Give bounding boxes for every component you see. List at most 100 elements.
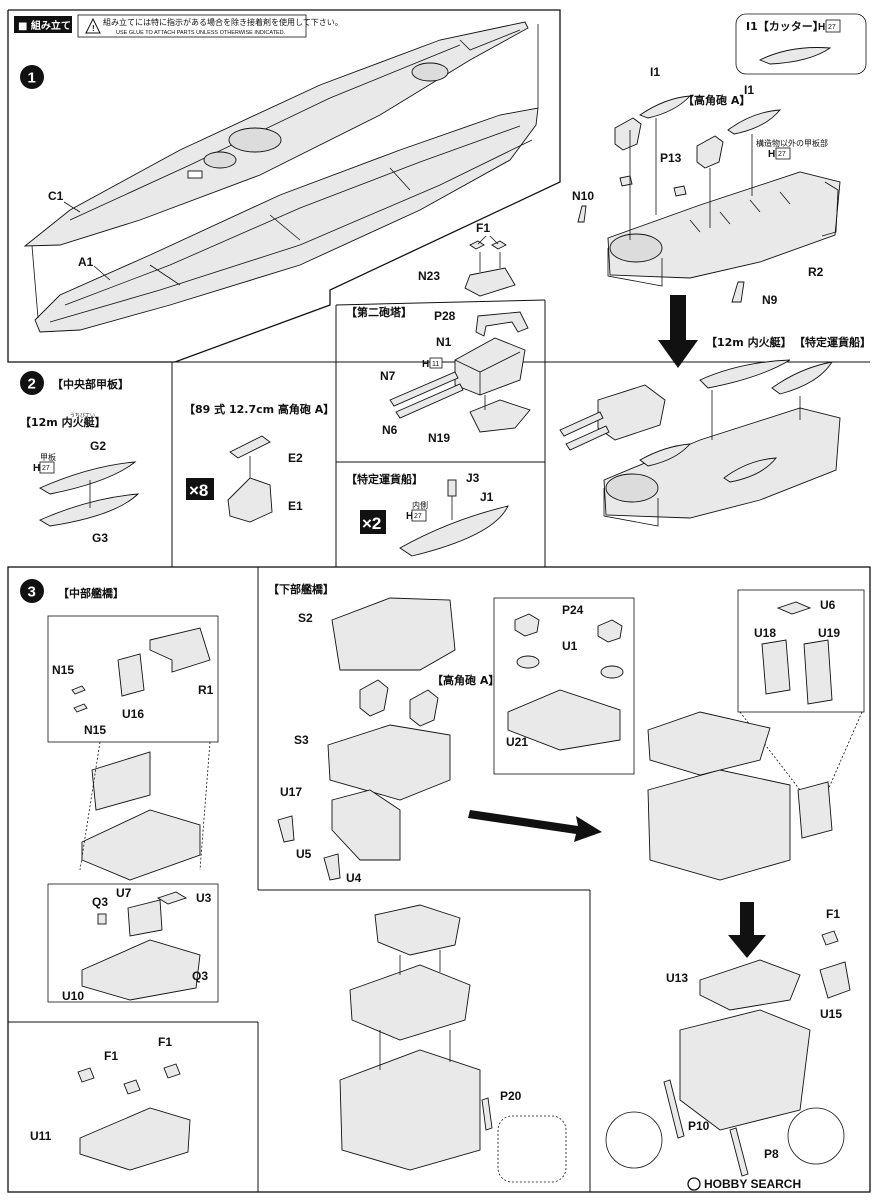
detail-p20-box xyxy=(497,1115,567,1183)
assembled-lower-middle xyxy=(339,1049,481,1171)
label-e1: E1 xyxy=(288,499,303,513)
assembled-barbette xyxy=(605,473,659,503)
label-u3: U3 xyxy=(196,891,212,905)
inner-label: 内側 xyxy=(412,500,428,510)
inset-u6-box xyxy=(737,589,865,713)
part-s2 xyxy=(331,597,456,671)
label-f1-a: F1 xyxy=(104,1049,118,1063)
flow-arrow-down-2 xyxy=(728,902,766,958)
assembled-cutter-2 xyxy=(723,457,777,483)
part-mid-bridge-base xyxy=(81,809,201,881)
label-f1-top: F1 xyxy=(476,221,490,235)
label-u15: U15 xyxy=(820,1007,842,1021)
part-u1-a xyxy=(516,655,540,669)
note-en: USE GLUE TO ATTACH PARTS UNLESS OTHERWIS… xyxy=(116,30,286,36)
label-n1: N1 xyxy=(436,335,452,349)
part-u19 xyxy=(803,639,833,705)
hbox-cutter-num: 27 xyxy=(828,24,836,31)
flow-arrow-down-1 xyxy=(658,295,698,368)
inset-callout-lines xyxy=(79,741,211,871)
label-f1-b: F1 xyxy=(158,1035,172,1049)
step2: 2 【中央部甲板】 うちびてい 【12m 内火艇】 甲板 H 27 G2 G3 … xyxy=(20,371,509,557)
part-u10 xyxy=(81,939,201,1001)
label-q3-top: Q3 xyxy=(92,895,108,909)
warning-icon xyxy=(85,17,101,34)
label-p20: P20 xyxy=(500,1089,522,1103)
assembled-cutter-1 xyxy=(639,443,692,467)
label-p28: P28 xyxy=(434,309,456,323)
leader-f1a xyxy=(477,235,487,245)
part-f1-pair xyxy=(469,240,507,250)
label-u21: U21 xyxy=(506,735,528,749)
step3-marker xyxy=(20,579,44,603)
label-c1: C1 xyxy=(48,189,64,203)
part-u6 xyxy=(776,601,812,615)
part-j1 xyxy=(399,505,509,557)
part-u17 xyxy=(331,789,401,861)
cutter-box xyxy=(735,13,867,75)
inset-q3-box xyxy=(47,883,219,1003)
label-h-j: H xyxy=(406,511,413,522)
detail-circle-right xyxy=(787,1107,845,1165)
label-u19: U19 xyxy=(818,626,840,640)
step1-hull: 1 C1 A1 xyxy=(20,21,539,333)
assembly-badge: ■ 組み立て xyxy=(18,19,71,32)
part-p28 xyxy=(475,311,529,337)
part-n15-pair xyxy=(71,685,88,713)
part-f1-set xyxy=(77,1063,181,1095)
guide-bow xyxy=(31,245,39,319)
hull-a1-inner-edge xyxy=(64,125,521,306)
hbox-n11-num: 11 xyxy=(432,361,439,368)
gun89-title: 【89 式 12.7cm 高角砲 A】 xyxy=(184,402,334,416)
part-g2 xyxy=(39,461,137,495)
lower-bridge-title: 【下部艦橋】 xyxy=(268,582,334,596)
part-u4 xyxy=(323,853,341,881)
label-p8: P8 xyxy=(764,1147,779,1161)
label-u4: U4 xyxy=(346,871,362,885)
label-g3: G3 xyxy=(92,531,108,545)
part-aa-gun-1 xyxy=(614,117,642,151)
part-cutter-i1 xyxy=(758,47,832,65)
divider-turret-top xyxy=(335,299,546,306)
label-h-n11: H xyxy=(422,359,429,370)
hbox-g2-num: 27 xyxy=(42,465,50,472)
hobby-search-logo-icon xyxy=(687,1177,701,1191)
label-q3-bottom: Q3 xyxy=(192,969,208,983)
assembled-bridge-right xyxy=(647,769,791,881)
label-u5: U5 xyxy=(296,847,312,861)
label-n15-top: N15 xyxy=(52,663,74,677)
inset-p24-box xyxy=(493,597,635,775)
label-u18: U18 xyxy=(754,626,776,640)
part-r2-fittings xyxy=(689,191,791,233)
part-launch12-right xyxy=(699,359,791,389)
hbox-j-num: 27 xyxy=(414,513,422,520)
part-aa-gun-pair xyxy=(359,679,439,727)
label-n15-bottom: N15 xyxy=(84,723,106,737)
assembly-badge-bg xyxy=(14,16,72,33)
part-n10 xyxy=(577,205,587,223)
label-u7: U7 xyxy=(116,886,132,900)
leader-a1 xyxy=(93,265,111,281)
watermark: HOBBY SEARCH xyxy=(687,1177,801,1191)
launch12-title-right: 【12m 内火艇】 xyxy=(706,335,792,349)
part-e2 xyxy=(229,435,271,459)
deck-c1-rails xyxy=(459,29,521,51)
hbox-cutter xyxy=(825,19,841,33)
label-j1: J1 xyxy=(480,490,494,504)
hbox-deck xyxy=(775,147,791,160)
mult-x8: ×8 xyxy=(189,481,208,500)
label-s2: S2 xyxy=(298,611,313,625)
label-r2: R2 xyxy=(808,265,824,279)
part-p13-pair xyxy=(619,175,687,197)
hbox-deck-num: 27 xyxy=(778,151,786,158)
part-u16 xyxy=(117,653,145,697)
label-h-g2: H xyxy=(33,463,40,474)
label-u13: U13 xyxy=(666,971,688,985)
label-p10: P10 xyxy=(688,1119,710,1133)
step1-number: 1 xyxy=(28,70,36,87)
label-i1-right: I1 xyxy=(744,83,754,97)
assembled-barbette-wall xyxy=(603,488,659,527)
mid-bridge-title: 【中部艦橋】 xyxy=(58,586,124,600)
label-n19: N19 xyxy=(428,431,450,445)
part-e1 xyxy=(227,477,273,523)
